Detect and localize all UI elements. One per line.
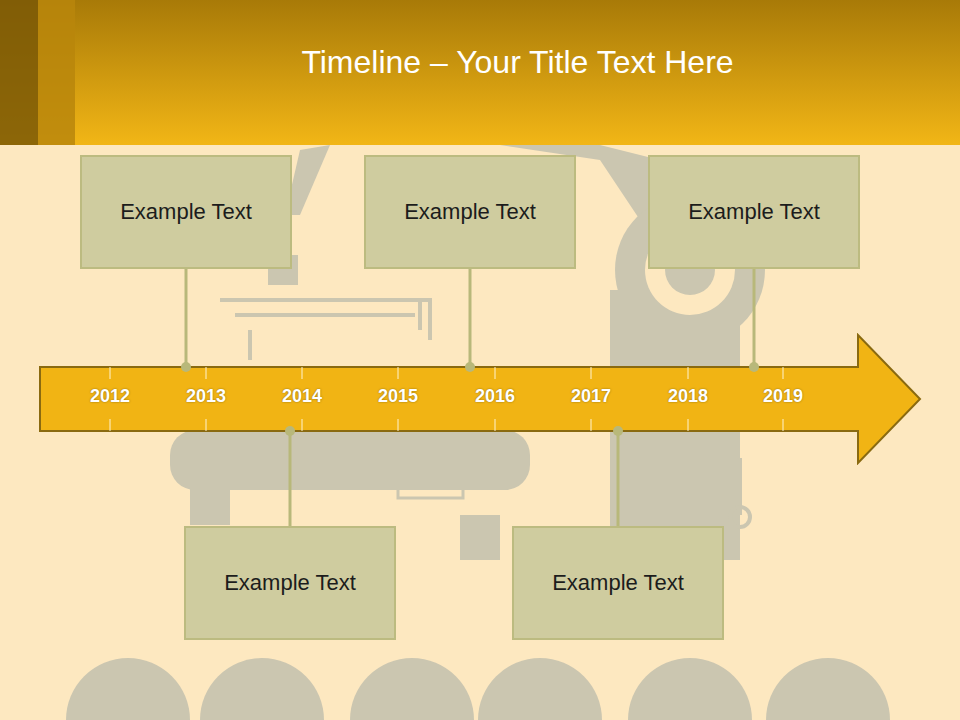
header-band [0,0,960,145]
leader-connector [749,269,759,372]
timeline-arrow: 2012 2013 2014 2015 2016 2017 2018 2019 [38,333,924,465]
year-label: 2018 [668,386,708,407]
header-stripe [38,0,75,145]
slide-title: Timeline – Your Title Text Here [75,44,960,81]
leader-connector [181,269,191,372]
event-box: Example Text [80,155,292,269]
event-box: Example Text [364,155,576,269]
year-label: 2013 [186,386,226,407]
event-text: Example Text [120,199,252,225]
event-box: Example Text [512,526,724,640]
header-stripe [0,0,38,145]
event-text: Example Text [688,199,820,225]
leader-connector [285,426,295,526]
year-label: 2014 [282,386,322,407]
event-text: Example Text [404,199,536,225]
event-text: Example Text [224,570,356,596]
leader-connector [613,426,623,526]
leader-connector [465,269,475,372]
event-text: Example Text [552,570,684,596]
event-box: Example Text [648,155,860,269]
year-label: 2019 [763,386,803,407]
year-label: 2015 [378,386,418,407]
event-box: Example Text [184,526,396,640]
year-label: 2017 [571,386,611,407]
year-label: 2012 [90,386,130,407]
icon-row [66,658,890,720]
display-panel [398,470,463,498]
year-label: 2016 [475,386,515,407]
